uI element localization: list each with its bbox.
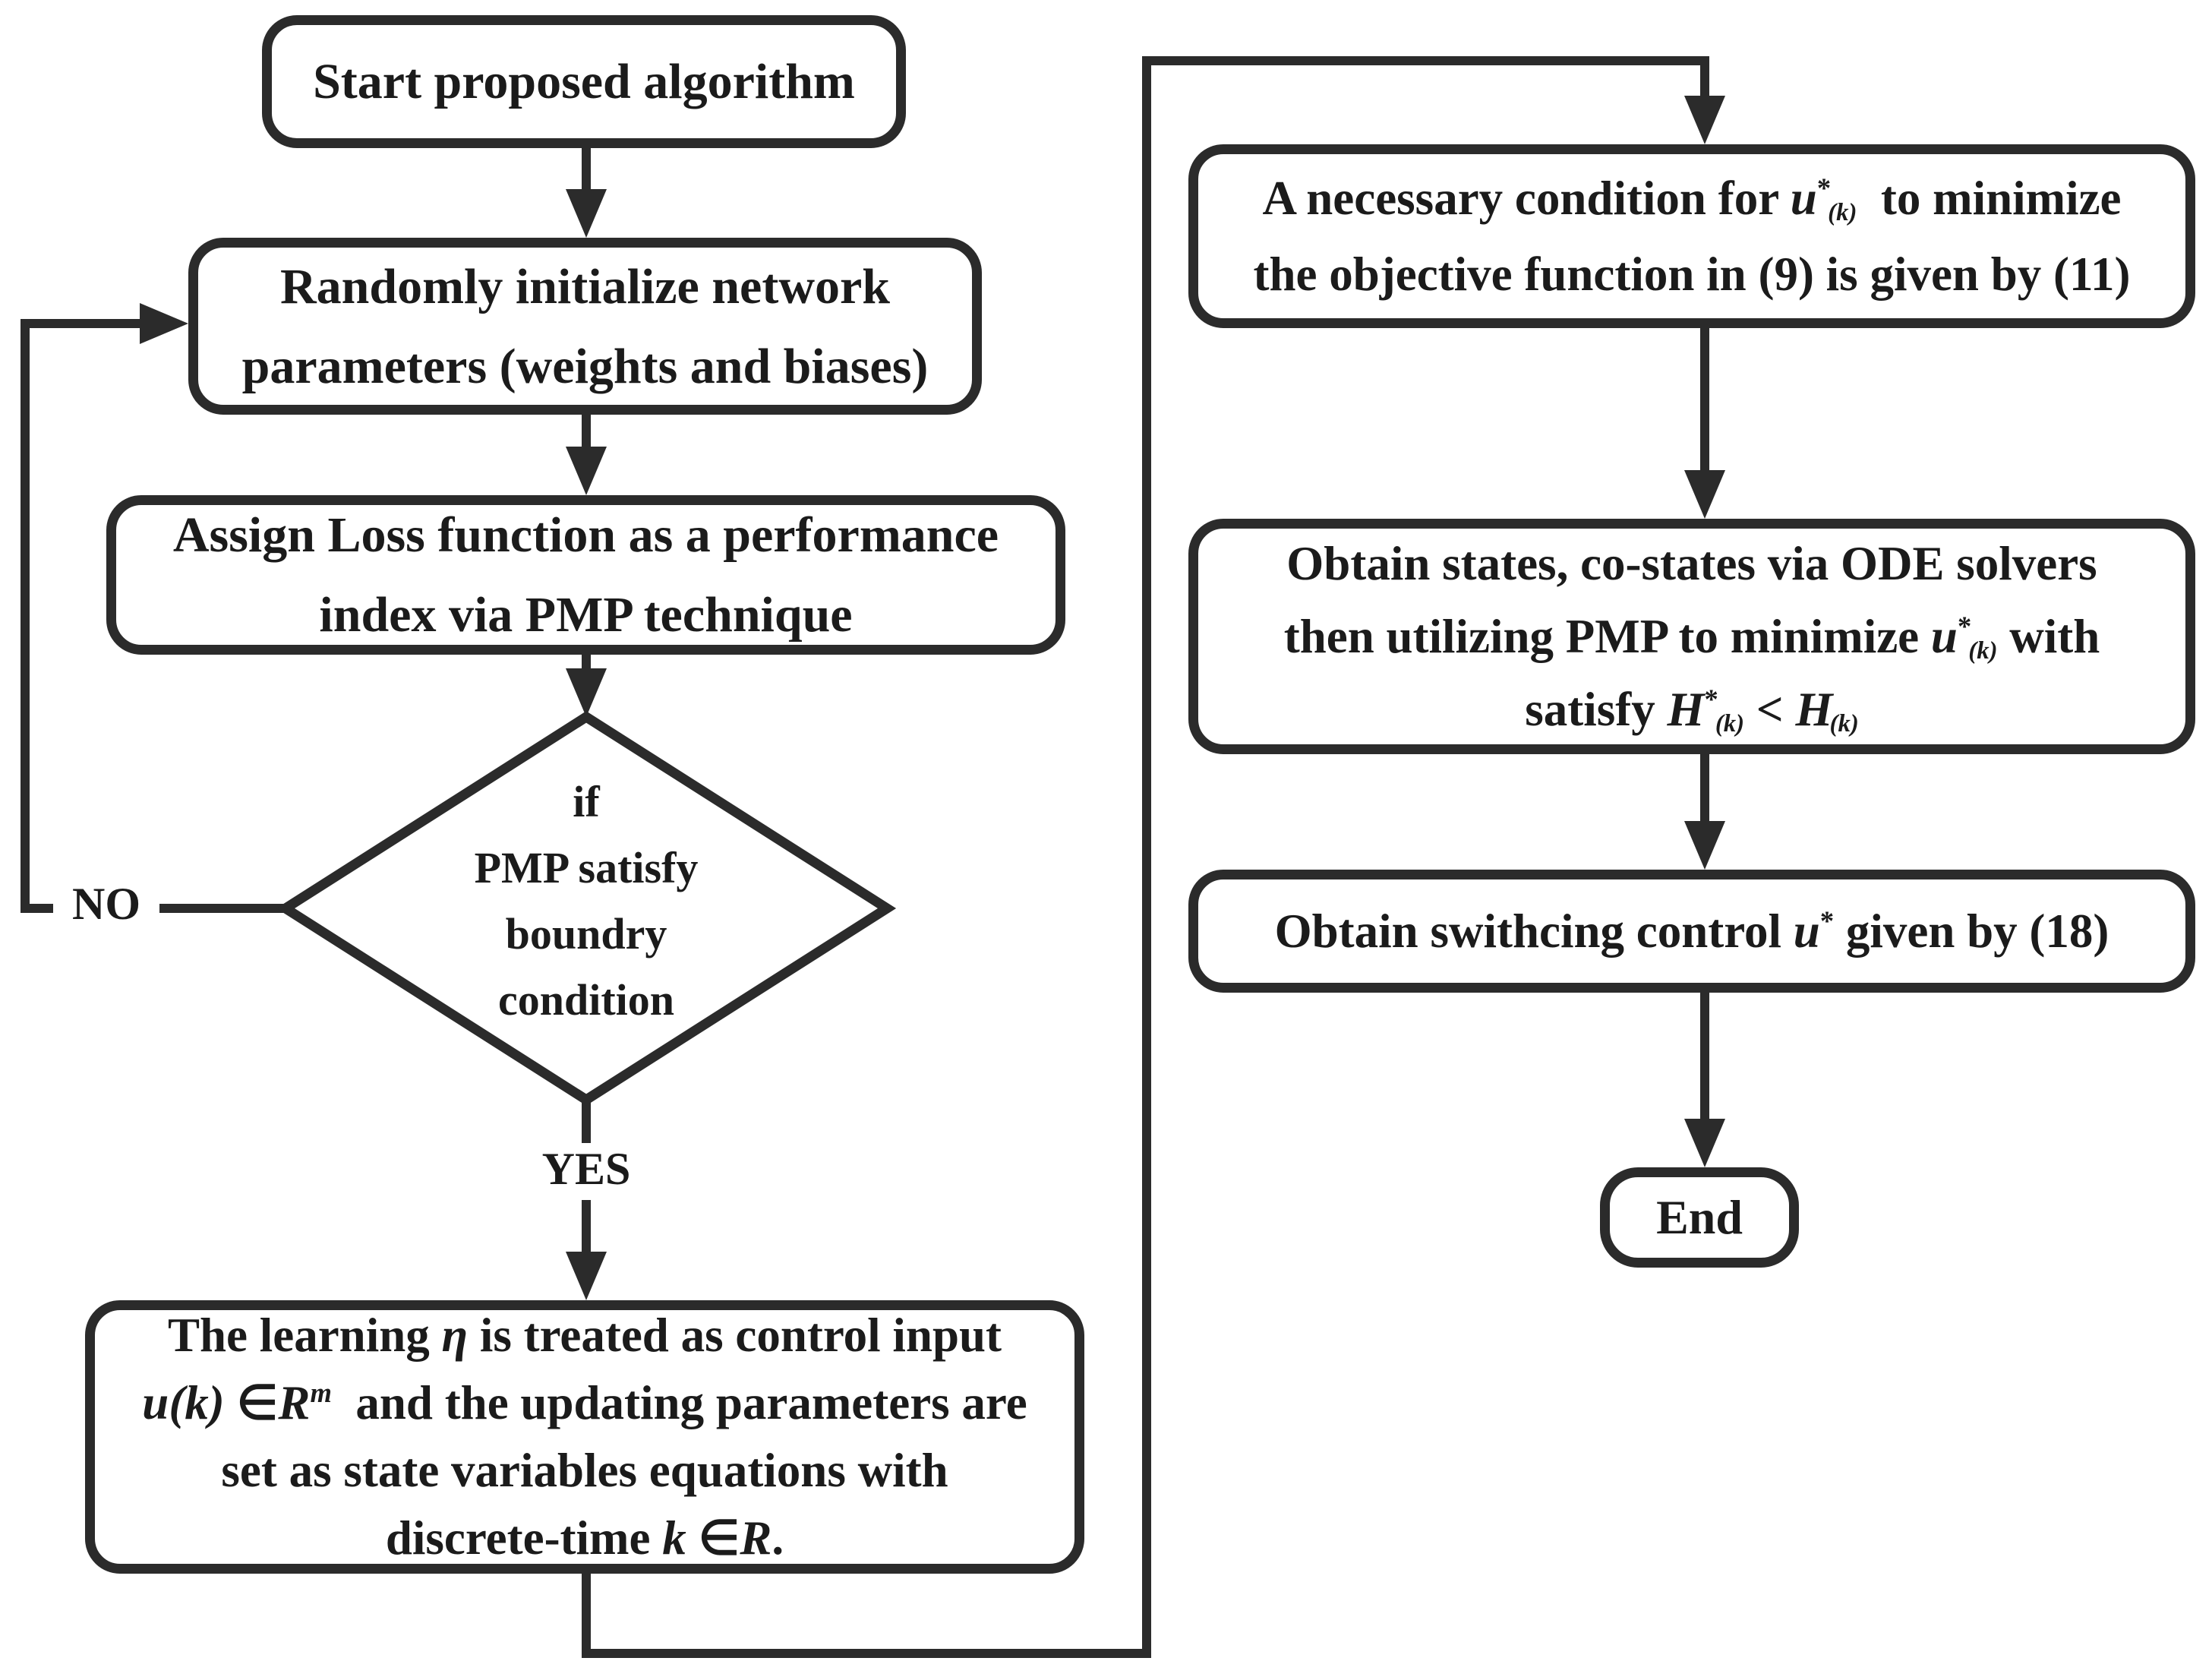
decision-line3: boundry [505,909,667,958]
end-node: End [1600,1167,1799,1268]
initialize-parameters-node: Randomly initialize network parameters (… [188,238,982,415]
yes-branch-line-upper [582,1097,591,1144]
decision-node: if PMP satisfy boundry condition [358,769,814,1033]
decision-diamond-shape [276,711,897,1106]
necessary-condition-node: A necessary condition for u*(k) to minim… [1188,144,2195,328]
end-node-label: End [1656,1190,1743,1244]
no-branch-arrow-head-icon [140,303,188,344]
necessary-node-line1: A necessary condition for u*(k) to minim… [1262,172,2122,227]
no-branch-label: NO [53,878,159,930]
switching-control-node: Obtain swithcing control u* given by (18… [1188,870,2195,993]
start-node: Start proposed algorithm [262,15,906,148]
arrow-states-to-switching-line [1700,754,1709,824]
decision-line4: condition [497,975,675,1025]
learning-node-line3: set as state variables equations with [221,1444,948,1497]
yes-branch-label: YES [524,1143,648,1195]
connector-bottom-horizontal-line [582,1649,1151,1658]
learning-node-line1: The learning η is treated as control inp… [167,1309,1002,1362]
connector-into-necessary-line [1700,56,1709,102]
obtain-states-node: Obtain states, co-states via ODE solvers… [1188,519,2195,754]
arrow-switching-to-end-line [1700,993,1709,1122]
init-node-line2: parameters (weights and biases) [241,338,929,394]
states-node-line2: then utilizing PMP to minimize u*(k) wit… [1283,610,2100,665]
learning-node-line2: u(k) ∈Rm and the updating parameters are [142,1376,1027,1429]
arrow-states-to-switching-head-icon [1684,821,1725,870]
no-branch-vertical-line [21,319,30,913]
connector-top-horizontal-line [1142,56,1709,65]
start-node-label: Start proposed algorithm [313,53,855,109]
learning-node-line4: discrete-time k ∈R. [385,1511,784,1565]
connector-into-necessary-head-icon [1684,96,1725,144]
necessary-node-line2: the objective function in (9) is given b… [1253,248,2131,301]
arrow-start-to-init-line [582,148,591,192]
assign-node-line1: Assign Loss function as a performance [172,507,999,563]
no-branch-return-line [21,319,142,328]
states-node-line1: Obtain states, co-states via ODE solvers [1286,537,2097,590]
arrow-assign-to-decision-head-icon [566,668,607,717]
decision-line2: PMP satisfy [474,843,699,892]
connector-learning-down-line [582,1574,591,1658]
connector-rising-vertical-line [1142,56,1151,1658]
init-node-line1: Randomly initialize network [280,258,890,314]
arrow-init-to-assign-line [582,415,591,450]
yes-branch-arrow-head-icon [566,1252,607,1300]
arrow-start-to-init-head-icon [566,189,607,238]
learning-rate-control-node: The learning η is treated as control inp… [85,1300,1084,1574]
arrow-switching-to-end-head-icon [1684,1119,1725,1167]
switching-node-line1: Obtain swithcing control u* given by (18… [1274,904,2109,958]
assign-node-line2: index via PMP technique [319,587,853,643]
arrow-init-to-assign-head-icon [566,447,607,495]
assign-loss-function-node: Assign Loss function as a performance in… [106,495,1065,655]
arrow-necessary-to-states-head-icon [1684,470,1725,519]
arrow-necessary-to-states-line [1700,328,1709,472]
states-node-line3: satisfy H*(k) < H(k) [1525,683,1859,738]
yes-branch-line-lower [582,1200,591,1252]
decision-line1: if [573,777,600,826]
arrow-assign-to-decision-line [582,655,591,671]
